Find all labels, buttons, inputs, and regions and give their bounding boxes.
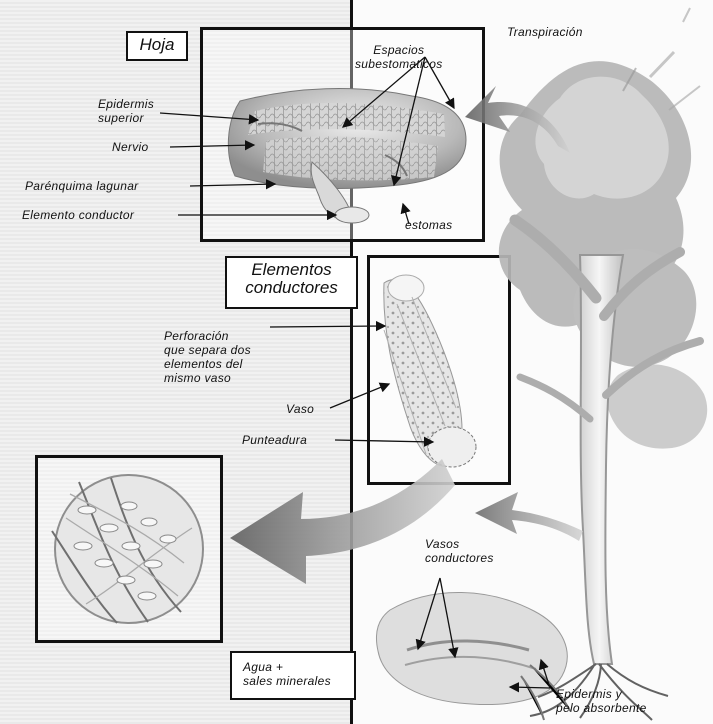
leaf-title: Hoja xyxy=(126,31,188,61)
spongy-parenchyma-label: Parénquima lagunar xyxy=(25,179,138,193)
stomata-label: estomas xyxy=(405,218,452,232)
root-to-vessel-arrow xyxy=(475,492,583,541)
epidermis-root-hair-label: Epidermis y pelo absorbente xyxy=(556,687,647,715)
magnified-pits-circle xyxy=(52,475,203,623)
conductive-element-label: Elemento conductor xyxy=(22,208,134,222)
nerve-label: Nervio xyxy=(112,140,148,154)
root-section-illustration xyxy=(377,592,571,720)
conducting-vessels-label: Vasos conductores xyxy=(425,537,494,565)
substomatal-spaces-label: Espacios subestomaticos xyxy=(355,43,443,71)
water-mineral-salts-label: Agua + sales minerales xyxy=(243,660,331,688)
vessel-label: Vaso xyxy=(286,402,314,416)
vessel-to-magnifier-arrow xyxy=(230,459,455,584)
transpiration-label: Transpiración xyxy=(507,25,583,39)
xylem-vessel-illustration xyxy=(384,275,476,467)
pit-label: Punteadura xyxy=(242,433,307,447)
perforation-label: Perforación que separa dos elementos del… xyxy=(164,329,251,385)
upper-epidermis-label: Epidermis superior xyxy=(98,97,154,125)
leaf-cross-section xyxy=(228,89,466,223)
conductive-elements-title: Elementos conductores xyxy=(225,256,358,309)
